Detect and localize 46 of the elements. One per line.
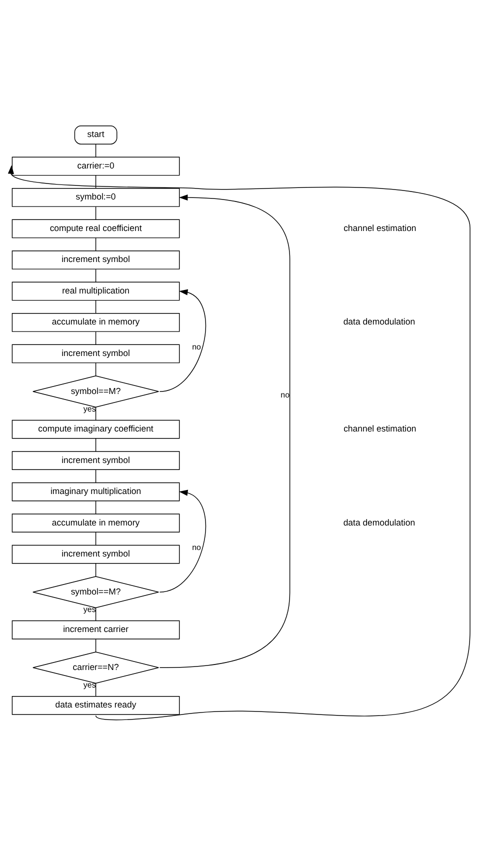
arrow (159, 194, 290, 668)
node-box: increment symbol (12, 451, 180, 470)
node-box: imaginary multiplication (12, 482, 180, 502)
node-box: compute imaginary coefficient (12, 420, 180, 439)
label: data demodulation (343, 316, 416, 327)
node-diamond: symbol==M? (32, 576, 160, 608)
connector (95, 683, 96, 697)
edge-label: no (280, 390, 290, 400)
node-box: data estimates ready (12, 696, 180, 715)
connector (95, 268, 96, 282)
node-box: compute real coefficient (12, 219, 180, 238)
connector (95, 563, 96, 577)
connector (95, 406, 96, 420)
node-box: increment symbol (12, 344, 180, 364)
node-box: increment symbol (12, 544, 180, 564)
connector (95, 607, 96, 621)
connector (95, 500, 96, 514)
connector (95, 175, 96, 189)
connector (95, 638, 96, 652)
arrow (159, 289, 206, 392)
arrow (159, 490, 206, 592)
connector (95, 362, 96, 376)
node-box: increment carrier (12, 620, 180, 640)
connector (95, 206, 96, 220)
connector (95, 238, 96, 252)
node-box: accumulate in memory (12, 313, 180, 332)
node-box: symbol:=0 (12, 188, 180, 207)
connector (95, 469, 96, 484)
node-box: increment symbol (12, 250, 180, 270)
label: channel estimation (344, 222, 416, 233)
edge-label: no (192, 543, 201, 552)
connector (95, 331, 96, 345)
node-box: accumulate in memory (12, 514, 180, 532)
connector (95, 144, 96, 158)
connector (95, 300, 96, 314)
arrow (8, 165, 470, 720)
connector (95, 438, 96, 452)
label: data demodulation (343, 517, 416, 528)
node-diamond: carrier==N? (32, 652, 160, 684)
node-diamond: symbol==M? (32, 376, 160, 408)
label: channel estimation (344, 424, 416, 434)
node-box: carrier:=0 (12, 156, 180, 176)
edge-label: no (192, 342, 201, 352)
connector (95, 532, 96, 546)
node-box: start (74, 126, 118, 144)
node-box: real multiplication (12, 282, 180, 301)
